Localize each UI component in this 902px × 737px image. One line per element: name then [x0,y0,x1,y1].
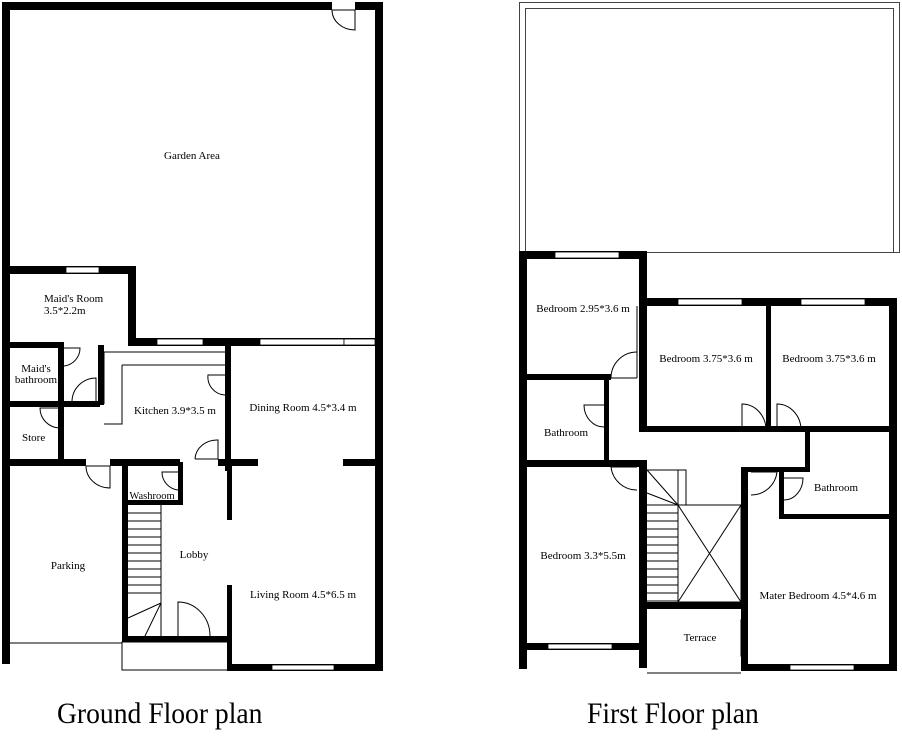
room-label-dining: Dining Room 4.5*3.4 m [249,402,357,414]
door-icon [783,477,804,501]
door-icon [161,471,179,491]
room-label-living: Living Room 4.5*6.5 m [250,589,356,601]
door-icon [750,471,778,496]
room-label-bath2: Bathroom [814,482,858,494]
bath2-south-wall [779,514,897,519]
first-floor-title: First Floor plan [587,697,759,730]
bed23-south-wall [639,426,889,432]
gf-east-wall [375,2,383,668]
window-icon [554,251,620,259]
dining-south-wall-left [218,459,258,466]
porch [121,641,229,671]
door-icon [39,407,61,429]
room-label-terrace: Terrace [684,632,717,644]
window-icon [259,338,345,346]
ground-floor-title: Ground Floor plan [57,697,263,730]
ff-roof-outline-outer [519,2,900,253]
bath1-east-wall [604,378,609,464]
room-label-bath1: Bathroom [544,427,588,439]
gf-north-wall-right [355,2,383,10]
terrace-north-wall [639,602,748,609]
bed23-north-wall [639,298,897,306]
bath1-south-wall [519,460,639,467]
washroom-east-wall [178,462,183,504]
living-partition-top [227,462,232,520]
window-icon [677,298,743,306]
window-icon [343,338,376,346]
window-icon [65,266,100,274]
bed1-east-wall [639,251,647,306]
ff-east-wall [889,298,897,670]
room-label-maids-bath-1: Maid's [21,363,50,375]
door-icon [610,466,638,491]
dining-south-wall-right [343,459,378,466]
stair-west-wall [122,462,128,642]
kitchen-counter [103,351,225,425]
entrance-door-icon [177,601,211,637]
store-north-wall [2,401,100,407]
room-label-bed3: Bedroom 3.75*3.6 m [782,353,876,365]
room-label-store: Store [22,432,45,444]
window-icon [547,643,613,650]
hall-east-wall [805,430,810,472]
hall-south-wall-right [741,467,810,472]
washroom-south-wall [122,500,183,505]
stair-west-wall [639,460,647,668]
kitchen-dining-north-wall [128,338,378,346]
room-label-maids-room: Maid's Room [44,293,104,305]
bed1-south-wall [527,374,611,380]
door-icon [85,465,111,489]
room-label-bed4: Bedroom 3.3*5.5m [540,550,626,562]
window-icon [156,338,204,346]
room-label-garden: Garden Area [164,150,220,162]
door-icon [583,404,605,428]
door-icon [63,347,81,367]
corridor-wall [98,345,104,405]
ground-floor-plan: Garden Area Maid's Room 3.5*2.2m Maid's … [2,2,383,671]
door-icon [776,403,802,431]
door-icon [610,351,638,379]
room-label-maids-room-size: 3.5*2.2m [44,305,86,317]
lobby-south-wall [122,636,228,642]
door-icon [71,377,97,402]
maids-room-east-wall [128,266,136,342]
terrace-window [740,619,747,657]
bed23-divider [766,306,771,430]
room-label-washroom: Washroom [129,491,174,502]
bath2-west-wall [779,472,784,514]
ff-roof-outline-inner [525,8,894,253]
bed2-west-wall [639,298,647,430]
staircase-icon [127,505,162,637]
maids-bath-north-wall [2,342,64,348]
parking-north-wall [2,459,86,466]
door-icon [741,403,767,431]
door-icon [207,374,226,396]
staircase-icon [646,469,687,602]
living-west-wall [227,585,232,670]
master-west-wall [741,467,748,670]
room-label-bed2: Bedroom 3.75*3.6 m [659,353,753,365]
door-icon [194,439,219,460]
room-label-lobby: Lobby [180,549,209,561]
room-label-maids-bath-2: bathroom [15,374,58,386]
garden-door-icon [331,9,356,31]
window-icon [789,664,855,671]
room-label-master: Mater Bedroom 4.5*4.6 m [759,590,876,602]
kitchen-south-wall [110,459,180,466]
room-label-bed1: Bedroom 2.95*3.6 m [536,303,630,315]
window-icon [271,664,335,671]
void-x-icon [677,504,742,603]
window-icon [800,298,866,306]
first-floor-plan: Bedroom 2.95*3.6 m Bedroom 3.75*3.6 m Be… [519,2,900,674]
room-label-kitchen: Kitchen 3.9*3.5 m [134,405,216,417]
room-label-parking: Parking [51,560,86,572]
gf-north-wall-left [2,2,332,10]
kitchen-dining-wall [225,345,231,471]
gf-west-wall [2,2,10,664]
